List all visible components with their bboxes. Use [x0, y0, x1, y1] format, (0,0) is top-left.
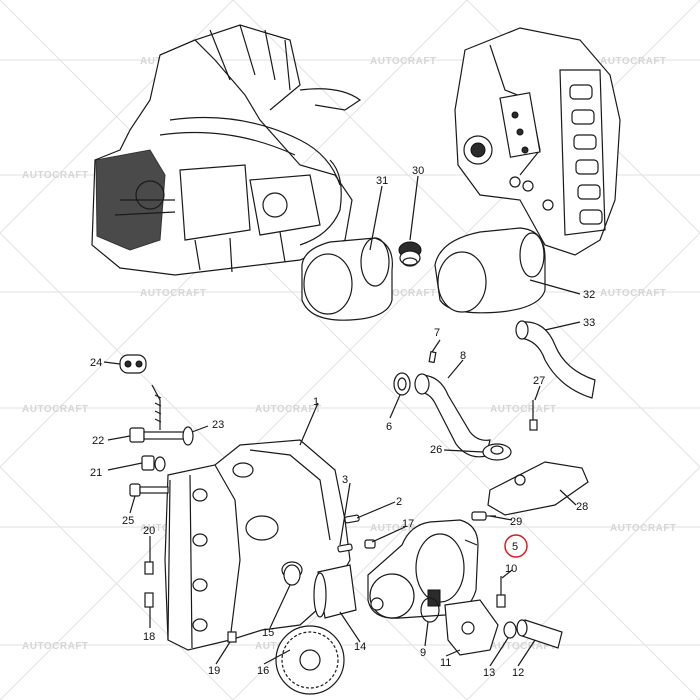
watermark-text: AUTOCRAFT [255, 404, 322, 415]
seal-15 [283, 564, 301, 586]
watermark-text: AUTOCRAFT [600, 56, 667, 67]
label-6: 6 [386, 421, 392, 433]
leader-lines [103, 175, 581, 667]
valve-block-assembly [454, 27, 621, 256]
label-12: 12 [512, 667, 524, 679]
watermark-text: AUTOCRAFT [490, 404, 557, 415]
watermark-text: AUTOCRAFT [22, 404, 89, 415]
bolt-25 [129, 483, 169, 497]
watermark-text: AUTOCRAFT [370, 56, 437, 67]
watermark-text: AUTOCRAFT [610, 523, 677, 534]
screw-19 [227, 631, 237, 643]
label-11: 11 [440, 657, 451, 669]
label-31: 31 [376, 175, 388, 187]
label-25: 25 [122, 515, 134, 527]
washer-23 [182, 426, 194, 446]
pipe-33 [515, 320, 596, 399]
label-17: 17 [402, 518, 414, 530]
stud-3 [337, 543, 353, 553]
label-19: 19 [208, 665, 220, 677]
label-20: 20 [143, 525, 155, 537]
label-8: 8 [460, 350, 466, 362]
seal-ring-6 [393, 372, 411, 396]
label-32: 32 [583, 289, 595, 301]
bolt-10 [496, 576, 506, 608]
label-23: 23 [212, 419, 224, 431]
sleeve-14 [313, 564, 357, 619]
bolt-27 [529, 400, 538, 431]
watermark-text: AUTOCRAFT [22, 170, 89, 181]
bracket-11 [444, 599, 499, 656]
dowel-20 [144, 561, 154, 575]
gear-16 [275, 625, 345, 695]
label-18: 18 [143, 631, 155, 643]
filter-adapter-30 [398, 241, 422, 267]
label-7: 7 [434, 327, 440, 339]
oil-filter-32 [434, 227, 546, 314]
label-9: 9 [420, 647, 426, 659]
label-1: 1 [313, 396, 319, 408]
label-16: 16 [257, 665, 269, 677]
dowel-18 [144, 592, 154, 608]
label-24: 24 [90, 357, 102, 369]
transmission-assembly [91, 24, 362, 276]
bracket-28 [487, 461, 589, 516]
pipe-8 [414, 373, 491, 458]
watermark-text: AUTOCRAFT [140, 288, 207, 299]
label-14: 14 [354, 641, 366, 653]
threaded-rod [151, 384, 162, 430]
label-22: 22 [92, 435, 104, 447]
label-13: 13 [483, 667, 495, 679]
label-3: 3 [342, 474, 348, 486]
label-21: 21 [90, 467, 102, 479]
nut-21 [141, 455, 166, 472]
hydraulic-pump-5 [367, 519, 479, 619]
label-30: 30 [412, 165, 424, 177]
highlight-circle [504, 534, 528, 558]
front-housing-1 [164, 439, 351, 651]
label-15: 15 [262, 627, 274, 639]
gasket-9 [420, 597, 440, 623]
washer-13 [503, 621, 517, 639]
label-2: 2 [396, 496, 402, 508]
label-26: 26 [430, 444, 442, 456]
label-33: 33 [583, 317, 595, 329]
watermark-text: AUTOCRAFT [600, 288, 667, 299]
part-labels: 31 30 32 33 7 8 6 27 26 28 29 5 10 2 3 1… [90, 165, 595, 679]
flange-26 [482, 443, 512, 461]
watermark-text: AUTOCRAFT [490, 641, 557, 652]
label-27: 27 [533, 375, 545, 387]
bolt-22 [129, 427, 185, 443]
stud-2 [344, 514, 360, 524]
pin-12 [516, 619, 563, 649]
label-29: 29 [510, 516, 522, 528]
label-10: 10 [505, 563, 517, 575]
pin-7 [428, 351, 437, 364]
oil-filter-31 [301, 237, 393, 321]
label-5: 5 [512, 541, 518, 553]
bolt-29 [471, 511, 496, 521]
watermark-text: AUTOCRAFT [370, 288, 437, 299]
bracket-24 [119, 354, 147, 374]
watermark-text: AUTOCRAFT [22, 641, 89, 652]
label-28: 28 [576, 501, 588, 513]
